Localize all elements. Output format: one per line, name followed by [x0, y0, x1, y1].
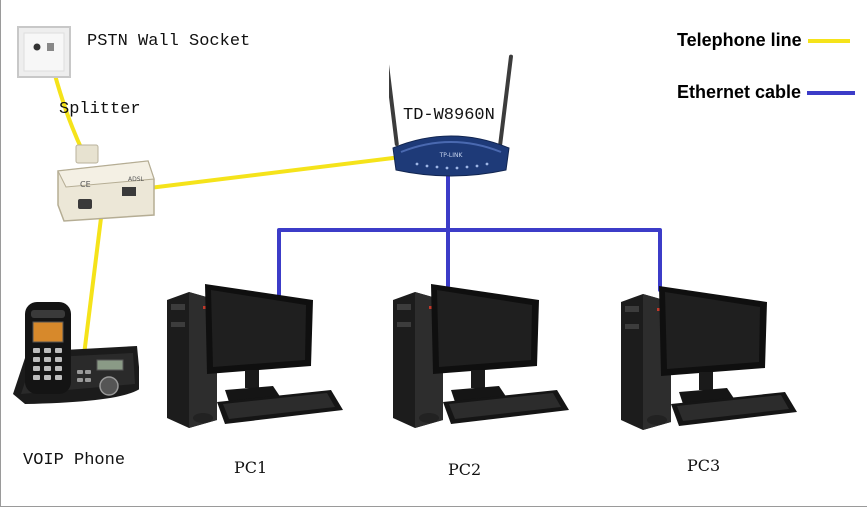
pc2-icon [393, 284, 569, 428]
pc3-label: PC3 [687, 456, 721, 475]
telephone-line-splitter-router [131, 156, 395, 192]
pc2-label: PC2 [448, 460, 482, 479]
telephone-line-splitter-phone [82, 216, 103, 357]
router-label: TD-W8960N [403, 106, 495, 125]
legend-ethernet-cable-label: Ethernet cable [677, 82, 802, 102]
legend-ethernet-cable: Ethernet cable [677, 82, 856, 103]
wall-socket-icon [17, 26, 71, 78]
router-brand: TP-LINK [439, 152, 464, 159]
voip-phone-label: VOIP Phone [23, 451, 126, 470]
legend-telephone-line-swatch [807, 38, 850, 43]
router-icon: TP-LINK [389, 54, 513, 177]
pc1-label: PC1 [234, 458, 268, 477]
pc1-icon [167, 284, 343, 428]
wall-socket-label: PSTN Wall Socket [87, 32, 251, 51]
legend-telephone-line-label: Telephone line [677, 30, 802, 50]
splitter-ce-mark: CE [80, 180, 91, 189]
splitter-adsl-mark: ADSL [128, 176, 145, 183]
splitter-label: Splitter [59, 100, 141, 119]
legend-ethernet-cable-swatch [807, 90, 856, 95]
splitter-icon: CE ADSL [57, 144, 155, 222]
pc3-icon [621, 286, 797, 430]
ethernet-bus [277, 228, 662, 301]
legend-telephone-line: Telephone line [677, 30, 850, 51]
voip-phone-icon [13, 302, 139, 404]
